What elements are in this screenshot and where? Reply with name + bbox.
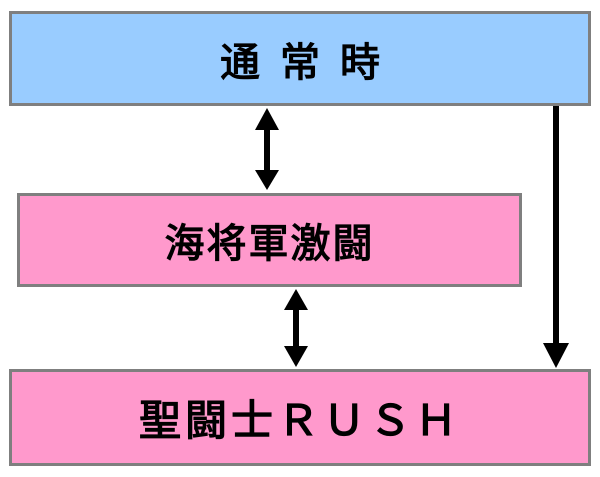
- kaisho-gekito-label: 海将軍激闘: [164, 221, 375, 267]
- kaisho-gekito-box: 海将軍激闘: [17, 193, 522, 287]
- saint-rush-label: 聖闘士ＲＵＳＨ: [138, 396, 461, 445]
- double-arrow-kaisho-rush: [284, 289, 308, 367]
- normal-mode-box: 通常時: [9, 11, 591, 106]
- saint-rush-box: 聖闘士ＲＵＳＨ: [9, 369, 591, 466]
- arrow-normal-to-rush: [543, 106, 569, 368]
- normal-mode-label: 通常時: [220, 39, 400, 86]
- double-arrow-normal-kaisho: [255, 108, 279, 190]
